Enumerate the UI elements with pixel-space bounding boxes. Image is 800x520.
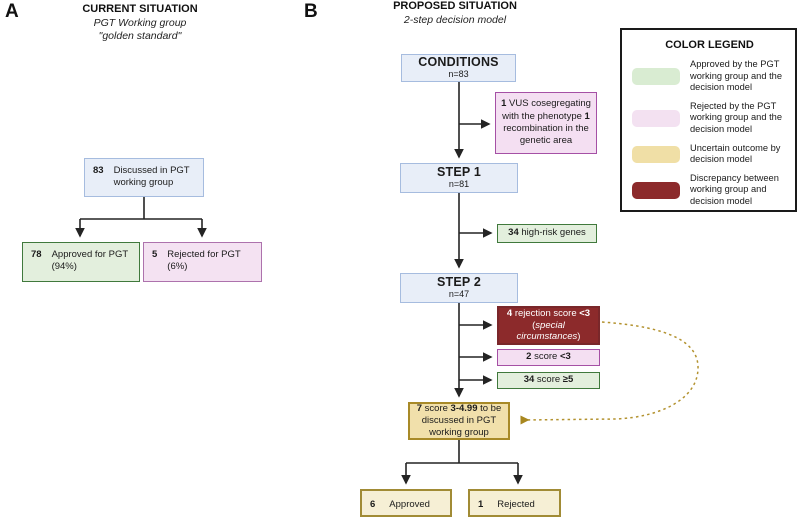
step2-title: STEP 2 <box>436 274 482 289</box>
box-discussed-in-pgt: 83 Discussed in PGT working group <box>84 158 204 197</box>
label-score-ge5: 34 score ≥5 <box>524 374 574 386</box>
label-score-mid: 7 score 3-4.99 to be discussed in PGT wo… <box>415 403 503 439</box>
count-final-approved: 6 <box>370 499 376 510</box>
count-high-risk: 34 <box>508 227 519 239</box>
label-discussed: Discussed in PGT working group <box>113 165 190 189</box>
legend-label-uncertain: Uncertain outcome by decision model <box>690 142 781 165</box>
box-score-mid-discuss: 7 score 3-4.99 to be discussed in PGT wo… <box>408 402 510 440</box>
label-rejected: Rejected for PGT (6%) <box>167 249 240 274</box>
label-final-rejected: Rejected <box>497 499 535 510</box>
label-approved: Approved for PGT (94%) <box>52 249 129 274</box>
color-legend: COLOR LEGEND Approved by the PGT working… <box>620 28 797 212</box>
label-rejection-special: 4 rejection score <3 (special circumstan… <box>504 308 593 344</box>
label-rejected-pct: (6%) <box>167 261 188 273</box>
label-approved-line1: Approved for PGT <box>51 249 129 260</box>
count-final-rejected: 1 <box>478 499 484 510</box>
label-vus: 1 VUS cosegregating with the phenotype 1… <box>501 98 591 147</box>
box-final-rejected: 1 Rejected <box>468 489 561 517</box>
label-vus-t2: recombination in the genetic area <box>503 123 589 147</box>
label-score-mid-range: 3-4.99 <box>450 403 478 415</box>
label-rejected-line1: Rejected for PGT <box>167 249 241 260</box>
legend-title: COLOR LEGEND <box>665 39 754 51</box>
legend-item-discrepancy: Discrepancy between working group and de… <box>632 173 787 208</box>
count-vus: 1 <box>501 98 507 110</box>
box-high-risk-genes: 34 high-risk genes <box>497 224 597 243</box>
label-high-risk: 34 high-risk genes <box>508 227 586 239</box>
legend-swatch-discrepancy <box>632 181 680 199</box>
legend-swatch-rejected <box>632 109 680 127</box>
label-score-ge5-t1: score <box>534 374 563 386</box>
label-special-circumstances: special circumstances <box>516 319 578 343</box>
label-rej-t3: ) <box>577 331 581 343</box>
box-step1: STEP 1 n=81 <box>400 163 518 193</box>
panel-a-header: CURRENT SITUATION PGT Working group "gol… <box>40 3 240 43</box>
count-score-mid: 7 <box>416 403 423 415</box>
step1-n: n=81 <box>448 179 470 190</box>
box-conditions: CONDITIONS n=83 <box>401 54 516 82</box>
label-score-mid-t1: score <box>422 403 451 415</box>
legend-label-discrepancy: Discrepancy between working group and de… <box>690 172 779 207</box>
box-vus-exclusions: 1 VUS cosegregating with the phenotype 1… <box>495 92 597 154</box>
label-score-lt3-val: <3 <box>559 351 571 363</box>
count-rejection-special: 4 <box>506 307 513 319</box>
count-approved: 78 <box>31 249 42 260</box>
box-rejected-for-pgt: 5 Rejected for PGT (6%) <box>143 242 262 282</box>
panel-b-title: PROPOSED SITUATION <box>393 0 517 12</box>
panel-a-subtitle-2: "golden standard" <box>98 29 182 42</box>
legend-item-uncertain: Uncertain outcome by decision model <box>632 143 787 166</box>
box-final-approved: 6 Approved <box>360 489 452 517</box>
count-score-ge5: 34 <box>523 374 535 386</box>
label-approved-pct: (94%) <box>51 261 77 273</box>
panel-a-subtitle-1: PGT Working group <box>93 16 187 29</box>
step1-title: STEP 1 <box>436 164 482 179</box>
legend-swatch-uncertain <box>632 145 680 163</box>
box-approved-for-pgt: 78 Approved for PGT (94%) <box>22 242 140 282</box>
step2-n: n=47 <box>448 289 470 300</box>
legend-label-approved: Approved by the PGT working group and th… <box>690 59 782 93</box>
panel-b-header: PROPOSED SITUATION 2-step decision model <box>355 0 555 27</box>
count-rejected: 5 <box>152 249 158 260</box>
box-score-ge5: 34 score ≥5 <box>497 372 600 389</box>
count-discussed: 83 <box>93 165 104 176</box>
label-score-lt3-t1: score <box>531 351 560 363</box>
conditions-title: CONDITIONS <box>418 54 499 69</box>
label-high-risk-t1: high-risk genes <box>518 227 586 239</box>
label-final-approved: Approved <box>389 499 430 510</box>
label-score-mid-t2: to be discussed in PGT working group <box>421 403 502 438</box>
box-rejection-special-circumstances: 4 rejection score <3 (special circumstan… <box>497 306 600 345</box>
legend-item-rejected: Rejected by the PGT working group and th… <box>632 101 787 136</box>
panel-a-title: CURRENT SITUATION <box>82 3 198 15</box>
count-recombination: 1 <box>584 110 590 122</box>
panel-b-subtitle: 2-step decision model <box>403 13 507 26</box>
legend-item-approved: Approved by the PGT working group and th… <box>632 59 787 94</box>
conditions-n: n=83 <box>448 69 469 80</box>
panel-b-label: B <box>304 1 318 22</box>
label-rej-t1: rejection score <box>512 307 580 319</box>
box-step2: STEP 2 n=47 <box>400 273 518 303</box>
label-rej-score: <3 <box>579 307 591 319</box>
box-score-lt3: 2 score <3 <box>497 349 600 366</box>
label-score-lt3: 2 score <3 <box>526 351 571 363</box>
panel-a-label: A <box>5 1 19 22</box>
legend-swatch-approved <box>632 67 680 85</box>
legend-label-rejected: Rejected by the PGT working group and th… <box>690 100 782 135</box>
label-score-ge5-val: ≥5 <box>562 374 574 386</box>
label-vus-t1: VUS cosegregating with the phenotype <box>502 98 591 122</box>
